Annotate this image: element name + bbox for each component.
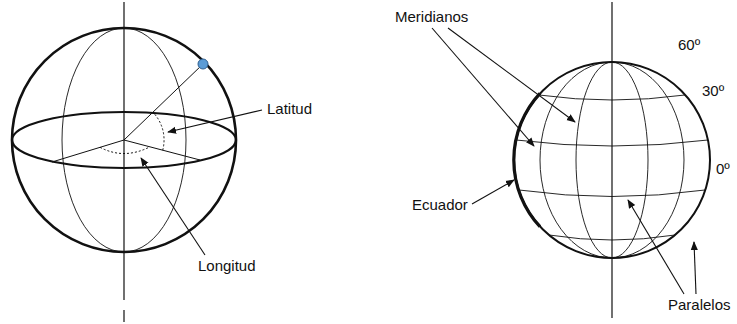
text-label: Latitud [265, 100, 314, 118]
text-label: Ecuador [410, 196, 470, 214]
leader-lines [432, 28, 696, 294]
text-label: 0º [714, 160, 732, 178]
text-label: Paralelos [666, 296, 733, 314]
text-label: 30º [700, 82, 726, 100]
text-label: 60º [676, 36, 702, 54]
text-label: Longitud [196, 257, 258, 275]
text-label: Meridianos [393, 8, 470, 26]
point-marker [198, 59, 208, 69]
right-sphere [514, 2, 710, 318]
leader-lines [141, 110, 262, 255]
